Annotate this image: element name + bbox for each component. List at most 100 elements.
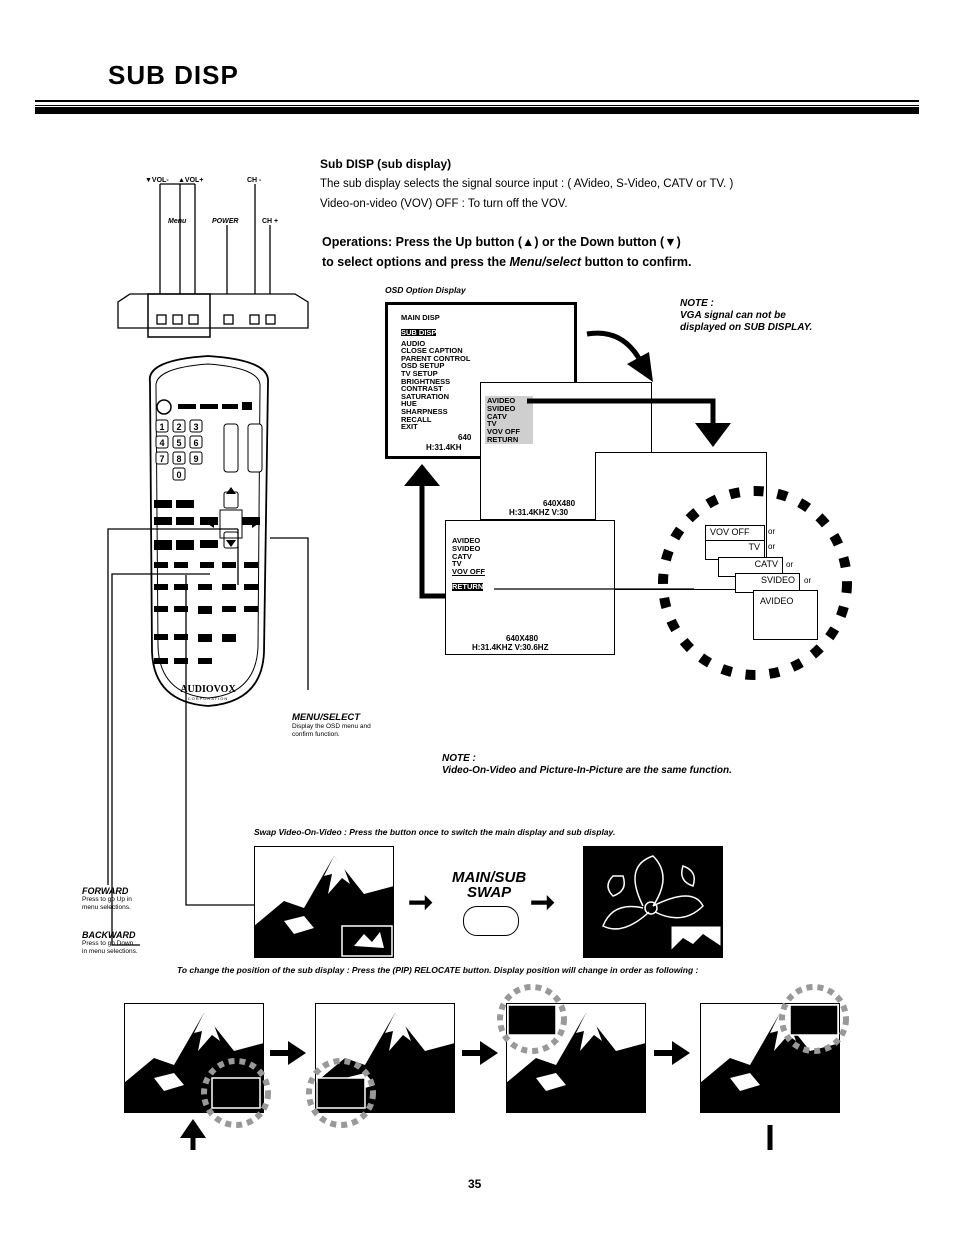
source-box-avideo: AVIDEO <box>753 590 818 640</box>
osd-main-item-2: AUDIO <box>401 338 426 348</box>
osd-main-item-4: PARENT CONTROL <box>401 353 471 363</box>
osd-sub-item-3: TV <box>487 419 497 429</box>
remote-brand: AUDIOVOX <box>180 684 236 695</box>
remote-key-6: 6 <box>193 438 198 448</box>
forward-desc-1: Press to go Up in <box>82 896 132 903</box>
remote-key-7: 7 <box>159 454 164 464</box>
menu-select-desc-2: confirm function. <box>292 731 340 738</box>
swap-label-1: MAIN/SUB <box>452 869 527 886</box>
panel-power-label: POWER <box>212 218 239 225</box>
osd-sub-menu-screen: AVIDEO SVIDEO CATV TV VOV OFF RETURN 640… <box>480 382 652 520</box>
note-2: NOTE : Video-On-Video and Picture-In-Pic… <box>442 753 732 777</box>
intro-line-1: The sub display selects the signal sourc… <box>320 178 734 190</box>
title-rule <box>35 100 919 114</box>
osd-sub-item-1: SVIDEO <box>487 403 516 413</box>
osd-front-item-3: TV <box>452 559 462 569</box>
panel-menu-label: Menu <box>168 218 187 225</box>
osd-front-item-0: AVIDEO <box>452 536 481 545</box>
osd-front-item-1: SVIDEO <box>452 543 481 553</box>
backward-desc-1: Press to go Down <box>82 940 134 947</box>
osd-sub-item-4: VOV OFF <box>487 427 520 437</box>
forward-title: FORWARD <box>82 886 129 896</box>
dashed-circle <box>658 486 852 680</box>
page-number: 35 <box>468 1177 482 1191</box>
osd-main-item-6: TV SETUP <box>401 368 438 378</box>
swap-arrow-1: ➞ <box>408 886 434 919</box>
connector-line <box>494 588 694 590</box>
note-1-text-1: VGA signal can not be <box>680 310 786 321</box>
osd-main-item-8: CONTRAST <box>401 384 443 394</box>
or-label-2: or <box>768 542 776 551</box>
thick-arrow-down-right <box>527 398 731 447</box>
osd-sub-item-2: CATV <box>487 411 507 421</box>
osd-front-item-2: CATV <box>452 551 472 561</box>
panel-ch-plus-label: CH + <box>262 218 279 225</box>
note-1: NOTE : VGA signal can not be displayed o… <box>680 298 812 334</box>
or-label-1: or <box>768 527 776 536</box>
relocate-caption: To change the position of the sub displa… <box>177 965 699 975</box>
backward-desc-2: in menu selections. <box>82 948 138 955</box>
swap-caption: Swap Video-On-Video : Press the button o… <box>254 827 616 837</box>
osd-freq-2: H:31.4KHZ V:30 <box>509 508 569 517</box>
remote-brand-sub: CORPORATION <box>188 696 228 701</box>
swap-label-2: SWAP <box>466 884 512 901</box>
remote-control: 1 2 3 4 5 6 7 8 9 0 AUDIOVOX CORPORATION <box>149 355 269 707</box>
swap-screen-flower <box>583 846 723 958</box>
section-heading: Sub DISP (sub display) <box>320 157 452 171</box>
osd-main-item-7: BRIGHTNESS <box>401 376 451 386</box>
ops-text-b: Menu/select <box>509 255 582 269</box>
swap-arrow-2: ➞ <box>530 886 556 919</box>
osd-main-item-0: MAIN DISP <box>401 313 440 322</box>
osd-front-item-5: RETURN <box>452 581 484 591</box>
note-1-title: NOTE : <box>680 298 714 309</box>
intro-line-2: Video-on-video (VOV) OFF : To turn off t… <box>320 198 568 210</box>
front-panel-diagram <box>117 183 309 338</box>
menu-select-note: MENU/SELECT Display the OSD menu and con… <box>292 712 371 739</box>
remote-key-3: 3 <box>193 422 198 432</box>
ops-text-c: button to confirm. <box>581 255 692 269</box>
relocate-sequence <box>123 984 849 1150</box>
osd-main-item-10: HUE <box>401 399 417 409</box>
operations-line-2: to select options and press the Menu/sel… <box>322 252 692 272</box>
osd-caption: OSD Option Display <box>385 285 466 295</box>
osd-sub-highlight <box>485 396 533 444</box>
osd-sub-item-0: AVIDEO <box>487 396 516 405</box>
remote-key-5: 5 <box>176 438 181 448</box>
remote-key-8: 8 <box>176 454 181 464</box>
swap-label: MAIN/SUB SWAP <box>452 870 526 900</box>
forward-desc-2: menu selections. <box>82 904 131 911</box>
osd-res-1: 640 <box>458 433 472 442</box>
or-label-3: or <box>786 560 794 569</box>
osd-main-item-3: CLOSE CAPTION <box>401 346 463 356</box>
page-title: SUB DISP <box>108 60 239 90</box>
osd-main-item-1: SUB DISP <box>401 327 437 337</box>
osd-main-item-9: SATURATION <box>401 391 450 401</box>
remote-pointer-lines <box>107 528 309 946</box>
operations-line-1: Operations: Press the Up button (▲) or t… <box>322 235 681 249</box>
note-1-text-2: displayed on SUB DISPLAY. <box>680 322 813 333</box>
swap-screen-mountain <box>254 846 394 958</box>
remote-key-9: 9 <box>193 454 198 464</box>
remote-key-2: 2 <box>176 422 181 432</box>
panel-vol-minus-label: ▼VOL- <box>145 177 169 184</box>
osd-main-item-5: OSD SETUP <box>401 361 445 371</box>
forward-note: FORWARD Press to go Up in menu selection… <box>82 886 132 912</box>
swap-button[interactable] <box>463 906 519 936</box>
menu-select-title: MENU/SELECT <box>292 712 361 723</box>
osd-main-item-12: RECALL <box>401 414 432 424</box>
osd-main-item-11: SHARPNESS <box>401 406 448 416</box>
osd-sub-item-5: RETURN <box>487 434 519 444</box>
curved-arrow-icon <box>586 330 653 382</box>
osd-main-item-13: EXIT <box>401 422 418 432</box>
menu-select-desc-1: Display the OSD menu and <box>292 723 371 730</box>
remote-key-1: 1 <box>159 422 164 432</box>
remote-key-4: 4 <box>159 438 164 448</box>
panel-ch-minus-label: CH - <box>247 177 262 184</box>
osd-freq-1: H:31.4KH <box>426 443 462 452</box>
remote-key-0: 0 <box>176 470 181 480</box>
osd-res-3: 640X480 <box>506 634 539 643</box>
osd-front-screen: AVIDEO SVIDEO CATV TV VOV OFF RETURN 640… <box>445 520 615 655</box>
or-label-4: or <box>804 576 812 585</box>
thick-arrow-up <box>404 464 446 599</box>
osd-freq-3: H:31.4KHZ V:30.6HZ <box>472 643 549 652</box>
